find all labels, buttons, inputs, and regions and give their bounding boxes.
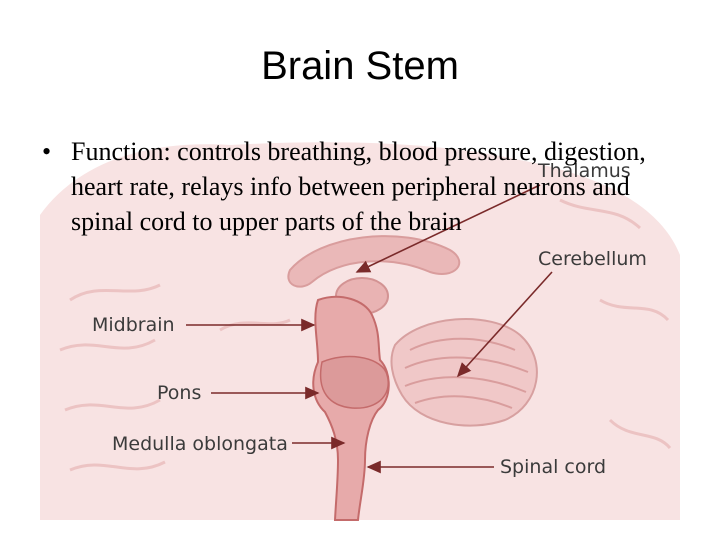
label-midbrain: Midbrain [92,314,175,336]
bullet-text: Function: controls breathing, blood pres… [71,137,646,236]
bullet-item: • Function: controls breathing, blood pr… [42,134,662,239]
gyri-texture [59,198,672,472]
label-pons: Pons [157,382,201,404]
slide-title: Brain Stem [261,44,459,88]
pons-bulge [319,355,389,409]
label-medulla: Medulla oblongata [112,433,288,455]
arrow-thalamus [355,184,541,273]
cerebellum-folia [404,337,529,409]
label-thalamus: Thalamus [537,160,631,182]
label-spinal-cord: Spinal cord [500,456,606,478]
arrow-cerebellum [456,271,553,378]
pointer-arrows [186,184,553,474]
label-cerebellum: Cerebellum [538,248,647,270]
bullet-marker: • [42,137,52,166]
corpus-callosum [287,235,461,288]
